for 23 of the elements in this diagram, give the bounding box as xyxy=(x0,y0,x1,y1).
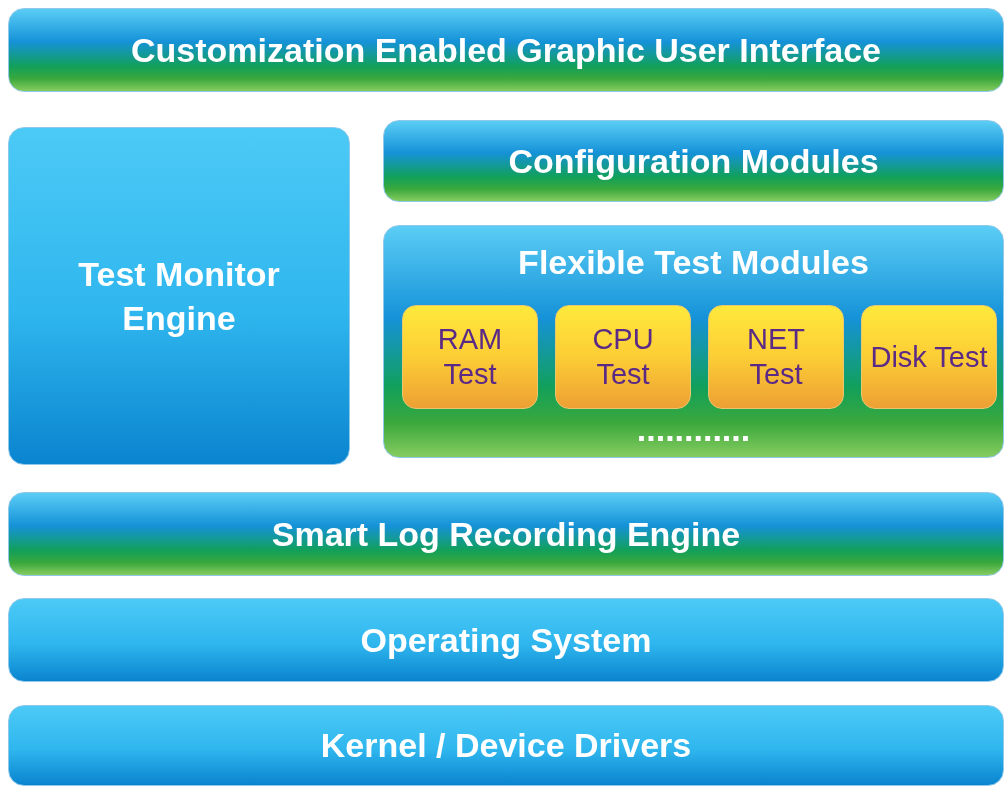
ellipsis-text: ............ xyxy=(636,412,751,446)
layer-bar xyxy=(8,598,1004,682)
layer-label: NET Test xyxy=(746,322,806,392)
layer-bar xyxy=(8,705,1004,786)
engine-panel xyxy=(8,127,350,465)
panel-title: Flexible Test Modules xyxy=(518,242,869,283)
layer-label: CPU Test xyxy=(591,322,655,392)
layer-label: Operating System xyxy=(360,619,652,661)
layer-label: Test Monitor Engine xyxy=(77,253,281,339)
module-box xyxy=(708,305,844,409)
layer-label: RAM Test xyxy=(436,322,504,392)
layer-bar xyxy=(8,492,1004,576)
layer-label: Disk Test xyxy=(869,339,989,375)
layer-label: Configuration Modules xyxy=(508,140,879,182)
layer-label: Smart Log Recording Engine xyxy=(271,513,741,555)
modules-panel xyxy=(383,225,1004,458)
module-box xyxy=(402,305,538,409)
module-box xyxy=(555,305,691,409)
layer-bar xyxy=(8,8,1004,92)
layer-label: Customization Enabled Graphic User Interface xyxy=(130,29,882,71)
layer-label: Kernel / Device Drivers xyxy=(320,725,692,767)
layer-bar xyxy=(383,120,1004,202)
module-box xyxy=(861,305,997,409)
